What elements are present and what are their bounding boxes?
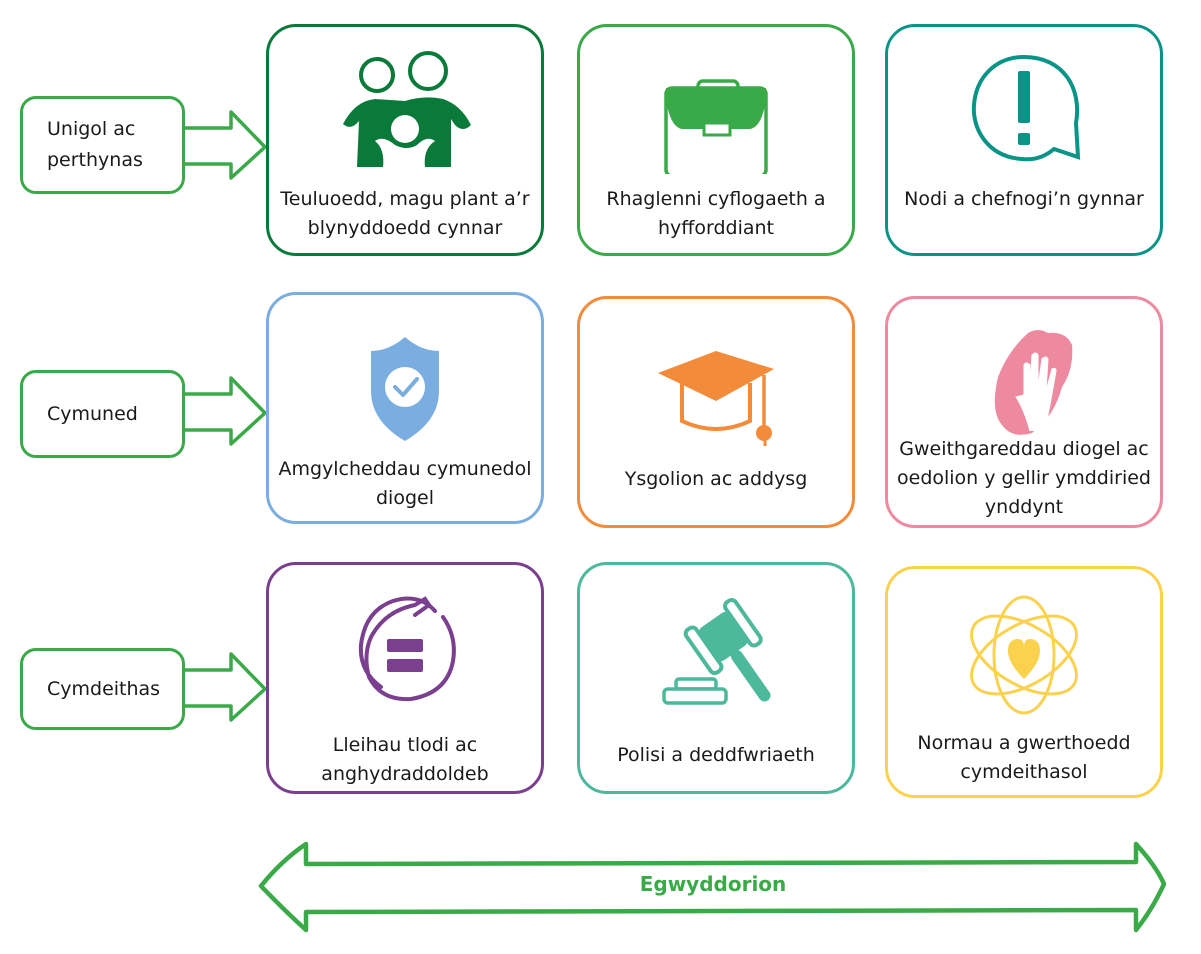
card-poverty: Lleihau tlodi ac anghydraddoldeb bbox=[266, 562, 544, 794]
level-individual: Unigol ac perthynas bbox=[20, 96, 185, 194]
card-label: Nodi a chefnogi’n gynnar bbox=[904, 188, 1144, 210]
card-label: Teuluoedd, magu plant a’r blynyddoedd cy… bbox=[280, 188, 530, 239]
level-community: Cymuned bbox=[20, 370, 185, 458]
level-label: Cymuned bbox=[47, 402, 138, 425]
card-label: Amgylcheddau cymunedol diogel bbox=[278, 458, 532, 509]
hands-icon bbox=[994, 330, 1073, 435]
card-policy: Polisi a deddfwriaeth bbox=[577, 562, 855, 794]
card-label: Gweithgareddau diogel ac oedolion y gell… bbox=[897, 438, 1151, 518]
card-safe-communities: Amgylcheddau cymunedol diogel bbox=[266, 292, 544, 524]
level-label: Cymdeithas bbox=[47, 677, 161, 700]
card-label: Rhaglenni cyflogaeth a hyfforddiant bbox=[606, 188, 826, 239]
family-icon bbox=[343, 51, 471, 167]
briefcase-icon bbox=[664, 79, 768, 174]
gavel-icon bbox=[662, 597, 771, 705]
principles-label: Egwyddorion bbox=[639, 872, 787, 896]
card-families: Teuluoedd, magu plant a’r blynyddoedd cy… bbox=[266, 24, 544, 256]
card-label: Lleihau tlodi ac anghydraddoldeb bbox=[321, 734, 489, 785]
speech-exclamation-icon bbox=[971, 54, 1081, 162]
graduation-cap-icon bbox=[658, 351, 774, 446]
atom-heart-icon bbox=[970, 595, 1078, 715]
card-employment: Rhaglenni cyflogaeth a hyfforddiant bbox=[577, 24, 855, 256]
arrow-right-icon bbox=[185, 110, 267, 180]
card-safe-activities: Gweithgareddau diogel ac oedolion y gell… bbox=[885, 296, 1163, 528]
double-arrow-icon bbox=[258, 841, 1167, 933]
card-early-support: Nodi a chefnogi’n gynnar bbox=[885, 24, 1163, 256]
level-label: Unigol ac perthynas bbox=[47, 118, 143, 171]
arrow-right-icon bbox=[185, 652, 267, 722]
card-label: Ysgolion ac addysg bbox=[624, 468, 808, 490]
equality-circle-icon bbox=[358, 596, 456, 702]
card-social-norms: Normau a gwerthoedd cymdeithasol bbox=[885, 566, 1163, 798]
card-label: Polisi a deddfwriaeth bbox=[617, 744, 815, 766]
shield-check-icon bbox=[371, 337, 439, 441]
level-society: Cymdeithas bbox=[20, 648, 185, 730]
card-label: Normau a gwerthoedd cymdeithasol bbox=[917, 732, 1131, 783]
arrow-right-icon bbox=[185, 376, 267, 446]
card-schools: Ysgolion ac addysg bbox=[577, 296, 855, 528]
